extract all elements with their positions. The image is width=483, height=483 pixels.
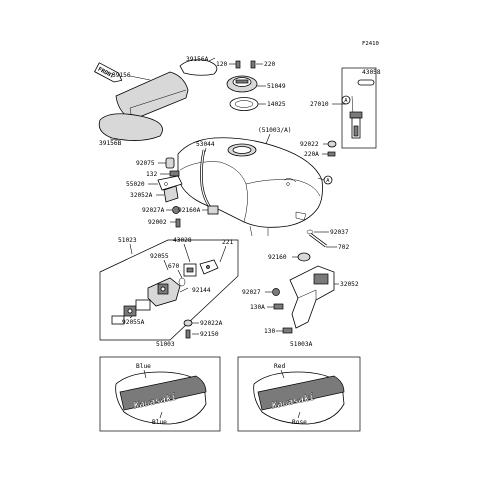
- label-43028: 43028: [173, 237, 192, 244]
- label-132: 132: [146, 171, 157, 178]
- variant-box-left: Kawasaki: [99, 356, 221, 432]
- variant-left-top-color: Blue: [136, 363, 151, 370]
- screw-120: [235, 60, 241, 69]
- label-39156B: 39156B: [99, 140, 122, 147]
- label-130A: 130A: [250, 304, 265, 311]
- damper-92075: [165, 157, 175, 169]
- gasket-43058: [357, 79, 375, 86]
- label-39156A: 39156A: [186, 56, 209, 63]
- fuel-tank: [177, 137, 323, 237]
- label-92160A: 92160A: [178, 207, 201, 214]
- label-14025: 14025: [267, 101, 286, 108]
- label-130: 130: [264, 328, 275, 335]
- collar-92027: [272, 288, 280, 296]
- label-220A: 220A: [304, 151, 319, 158]
- callout-a-tank: A: [323, 175, 333, 185]
- fuel-cap-51049: [226, 75, 258, 93]
- bracket-32052: [289, 265, 335, 329]
- figure-code: F2410: [362, 41, 379, 47]
- label-32052A: 32052A: [130, 192, 153, 199]
- label-92150: 92150: [200, 331, 219, 338]
- callout-a-tank-text: A: [326, 178, 330, 184]
- label-92160: 92160: [268, 254, 287, 261]
- label-92022: 92022: [300, 141, 319, 148]
- label-92002: 92002: [148, 219, 167, 226]
- damper-92160A: [207, 205, 219, 215]
- hose-702: [309, 232, 327, 248]
- label-670: 670: [168, 263, 179, 270]
- lever-43028: [183, 263, 197, 277]
- label-220: 220: [264, 61, 275, 68]
- oring-670: [178, 277, 186, 287]
- label-92022A: 92022A: [200, 320, 223, 327]
- label-92027: 92027: [242, 289, 261, 296]
- seat-pad-39156: [115, 71, 189, 121]
- bracket-55020: [157, 175, 183, 191]
- bolt-130: [282, 327, 293, 334]
- bolt-92002: [175, 218, 181, 228]
- bolt-132: [169, 170, 180, 177]
- label-51003-A-tank: (51003/A): [258, 127, 292, 134]
- label-32052: 32052: [340, 281, 359, 288]
- fuel-cock-box: [99, 239, 239, 341]
- label-92037: 92037: [330, 229, 349, 236]
- label-221: 221: [222, 239, 233, 246]
- callout-a-inset: A: [341, 95, 351, 105]
- bolt-92150: [185, 329, 191, 339]
- bracket-32052A: [163, 185, 179, 203]
- label-27010: 27010: [310, 101, 329, 108]
- label-92027A: 92027A: [142, 207, 165, 214]
- screw-220A: [327, 151, 336, 157]
- label-39156: 39156: [112, 72, 131, 79]
- label-51049: 51049: [267, 83, 286, 90]
- grommet-92022A: [183, 319, 193, 327]
- screw-220: [250, 60, 256, 69]
- label-702: 702: [338, 244, 349, 251]
- label-51003A: 51003A: [290, 341, 313, 348]
- variant-left-bottom-color: Blue: [152, 419, 167, 426]
- grommet-92022: [327, 140, 337, 148]
- variant-right-top-color: Red: [274, 363, 285, 370]
- gasket-14025: [229, 97, 259, 111]
- variant-right-bottom-color: Rose: [292, 419, 307, 426]
- fuel-sender-27010: [349, 95, 363, 139]
- sender-inset: [341, 67, 377, 149]
- variant-box-right: Kawasaki: [237, 356, 361, 432]
- damper-92160: [297, 252, 311, 262]
- bolt-130A: [273, 303, 284, 310]
- seat-pad-39156B: [98, 113, 163, 141]
- label-92075: 92075: [136, 160, 155, 167]
- plate-221: [199, 259, 219, 275]
- label-92055: 92055: [150, 253, 169, 260]
- label-92055A: 92055A: [122, 319, 145, 326]
- label-51003: 51003: [156, 341, 175, 348]
- collar-92027A: [172, 206, 180, 214]
- seat-pad-39156A: [179, 59, 218, 76]
- label-92144: 92144: [192, 287, 211, 294]
- drain-hose-53044: [200, 149, 214, 211]
- label-51023: 51023: [118, 237, 137, 244]
- label-53044: 53044: [196, 141, 215, 148]
- fuel-cock-body: [147, 277, 181, 307]
- clamp-92037: [306, 229, 314, 235]
- fuel-cock-outlet: [111, 299, 151, 325]
- label-55020: 55020: [126, 181, 145, 188]
- label-43058: 43058: [362, 69, 381, 76]
- label-120: 120: [216, 61, 227, 68]
- callout-a-inset-text: A: [344, 98, 348, 104]
